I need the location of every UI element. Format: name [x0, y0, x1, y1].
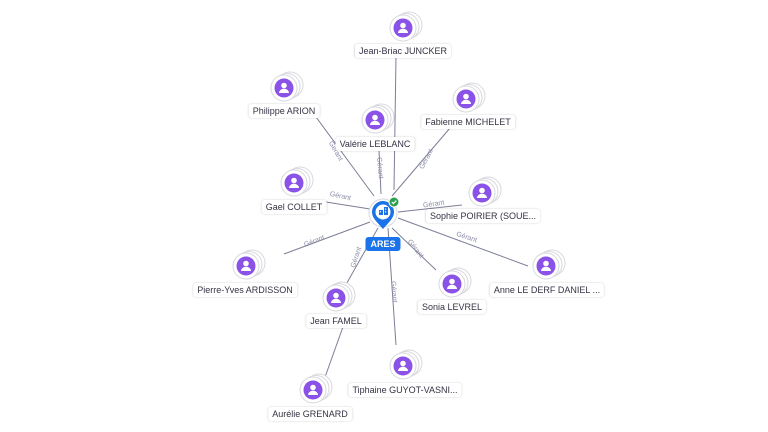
person-avatar-icon [303, 380, 323, 400]
edge-label-tiphaine-guyot-vasni: Gérant [389, 281, 398, 303]
person-label-fabienne-michelet[interactable]: Fabienne MICHELET [421, 115, 515, 129]
edge-philippe-arion [315, 116, 375, 197]
edge-label-anne-le-derf-daniel: Gérant [455, 231, 478, 244]
person-avatar-icon [442, 274, 462, 294]
edge-pierre-yves-ardisson [283, 221, 371, 255]
center-node-ares[interactable] [368, 196, 400, 229]
person-node-tiphaine-guyot-vasni[interactable] [389, 349, 423, 380]
edge-gael-collet [325, 201, 371, 210]
edge-anne-le-derf-daniel [397, 217, 529, 267]
person-node-philippe-arion[interactable] [270, 71, 304, 102]
person-avatar-icon [365, 110, 385, 130]
person-label-gael-collet[interactable]: Gael COLLET [261, 200, 327, 214]
person-label-sonia-levrel[interactable]: Sonia LEVREL [417, 300, 487, 314]
edge-label-sonia-levrel: Gérant [406, 238, 425, 259]
edge-fabienne-michelet [391, 127, 451, 197]
person-label-philippe-arion[interactable]: Philippe ARION [248, 104, 320, 118]
edge-label-valerie-leblanc: Gérant [375, 157, 384, 179]
person-avatar-icon [236, 256, 256, 276]
person-label-jean-briac-juncker[interactable]: Jean-Briac JUNCKER [354, 44, 452, 58]
person-avatar-icon [393, 18, 413, 38]
person-node-jean-briac-juncker[interactable] [389, 11, 423, 42]
verified-check-icon [388, 196, 400, 208]
person-avatar-icon [536, 256, 556, 276]
person-node-pierre-yves-ardisson[interactable] [232, 249, 266, 280]
person-avatar-icon [472, 183, 492, 203]
person-avatar-icon [274, 78, 294, 98]
edge-label-pierre-yves-ardisson: Gérant [303, 234, 326, 249]
edge-label-fabienne-michelet: Gérant [419, 148, 435, 170]
person-node-aurelie-grenard[interactable] [299, 373, 333, 404]
person-label-aurelie-grenard[interactable]: Aurélie GRENARD [268, 407, 352, 421]
person-label-sophie-poirier[interactable]: Sophie POIRIER (SOUE... [425, 209, 541, 223]
edge-sophie-poirier [397, 204, 463, 213]
nodes-layer [232, 11, 566, 404]
person-label-anne-le-derf-daniel[interactable]: Anne LE DERF DANIEL ... [489, 283, 605, 297]
person-node-anne-le-derf-daniel[interactable] [532, 249, 566, 280]
building-icon [379, 207, 388, 215]
person-node-fabienne-michelet[interactable] [452, 82, 486, 113]
edges-layer [283, 55, 529, 381]
edge-jean-briac-juncker [393, 55, 397, 191]
person-node-gael-collet[interactable] [280, 166, 314, 197]
person-node-jean-famel[interactable] [322, 281, 356, 312]
person-label-tiphaine-guyot-vasni[interactable]: Tiphaine GUYOT-VASNI... [348, 383, 462, 397]
person-avatar-icon [393, 356, 413, 376]
person-label-jean-famel[interactable]: Jean FAMEL [306, 314, 366, 328]
person-label-pierre-yves-ardisson[interactable]: Pierre-Yves ARDISSON [193, 283, 297, 297]
person-avatar-icon [326, 288, 346, 308]
edge-sonia-levrel [391, 227, 437, 271]
person-node-sophie-poirier[interactable] [468, 176, 502, 207]
person-node-sonia-levrel[interactable] [438, 267, 472, 298]
edge-label-sophie-poirier: Gérant [423, 200, 445, 210]
edge-valerie-leblanc [378, 149, 382, 195]
person-label-valerie-leblanc[interactable]: Valérie LEBLANC [335, 137, 415, 151]
person-node-valerie-leblanc[interactable] [361, 103, 395, 134]
company-label-ares[interactable]: ARES [365, 237, 401, 251]
person-avatar-icon [456, 89, 476, 109]
edge-aurelie-grenard [323, 323, 345, 381]
edge-label-gael-collet: Gérant [329, 191, 351, 202]
person-avatar-icon [284, 173, 304, 193]
